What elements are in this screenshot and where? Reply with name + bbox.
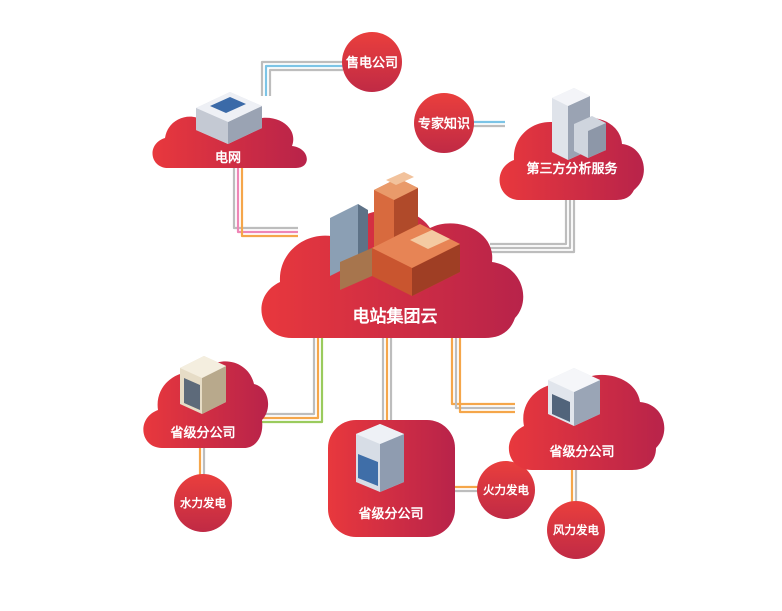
- third-party-cloud: 第三方分析服务: [499, 88, 644, 200]
- thermal-node: 火力发电: [477, 461, 535, 519]
- wind-node: 风力发电: [547, 501, 605, 559]
- wind-circle: [547, 501, 605, 559]
- expert-circle: [414, 93, 474, 153]
- link-center-branch-left: [258, 338, 324, 424]
- branch-right-label: 省级分公司: [548, 444, 614, 460]
- hydro-circle: [174, 474, 232, 532]
- center-cloud: 电站集团云: [261, 172, 524, 338]
- hydro-label: 水力发电: [180, 496, 226, 510]
- link-branch-left-hydro: [198, 448, 206, 476]
- branch-left-cloud: 省级分公司: [143, 356, 269, 448]
- grid-label: 电网: [215, 150, 241, 166]
- link-branch-right-wind: [570, 470, 578, 505]
- link-thirdparty-center: [490, 200, 576, 254]
- branch-left-building-icon: [180, 356, 226, 414]
- link-grid-center: [232, 165, 298, 238]
- power-grid-building-icon: [196, 92, 262, 144]
- third-party-label: 第三方分析服务: [526, 161, 618, 177]
- center-label: 电站集团云: [353, 306, 438, 327]
- link-center-branch-right: [450, 338, 515, 414]
- expert-node: 专家知识: [414, 93, 474, 153]
- branch-right-building-icon: [548, 368, 600, 426]
- expert-label: 专家知识: [418, 116, 470, 132]
- sales-circle: [342, 32, 402, 92]
- center-building-icon: [330, 172, 460, 296]
- wind-label: 风力发电: [553, 523, 599, 537]
- hydro-node: 水力发电: [174, 474, 232, 532]
- thermal-label: 火力发电: [483, 483, 529, 497]
- branch-left-label: 省级分公司: [169, 425, 235, 441]
- thermal-circle: [477, 461, 535, 519]
- branch-right-cloud-shape: [508, 374, 665, 470]
- sales-label: 售电公司: [346, 55, 398, 71]
- third-party-cloud-shape: [499, 117, 644, 200]
- branch-mid-label: 省级分公司: [357, 506, 423, 522]
- link-center-branch-mid: [381, 338, 393, 420]
- branch-mid-box: 省级分公司: [328, 420, 455, 537]
- branch-mid-building-icon: [356, 424, 404, 492]
- grid-cloud: 电网: [152, 92, 307, 168]
- sales-node: 售电公司: [342, 32, 402, 92]
- link-expert-thirdparty: [470, 120, 505, 128]
- link-grid-sales: [260, 60, 343, 96]
- branch-right-cloud: 省级分公司: [508, 368, 665, 470]
- office-tower-icon: [552, 88, 606, 160]
